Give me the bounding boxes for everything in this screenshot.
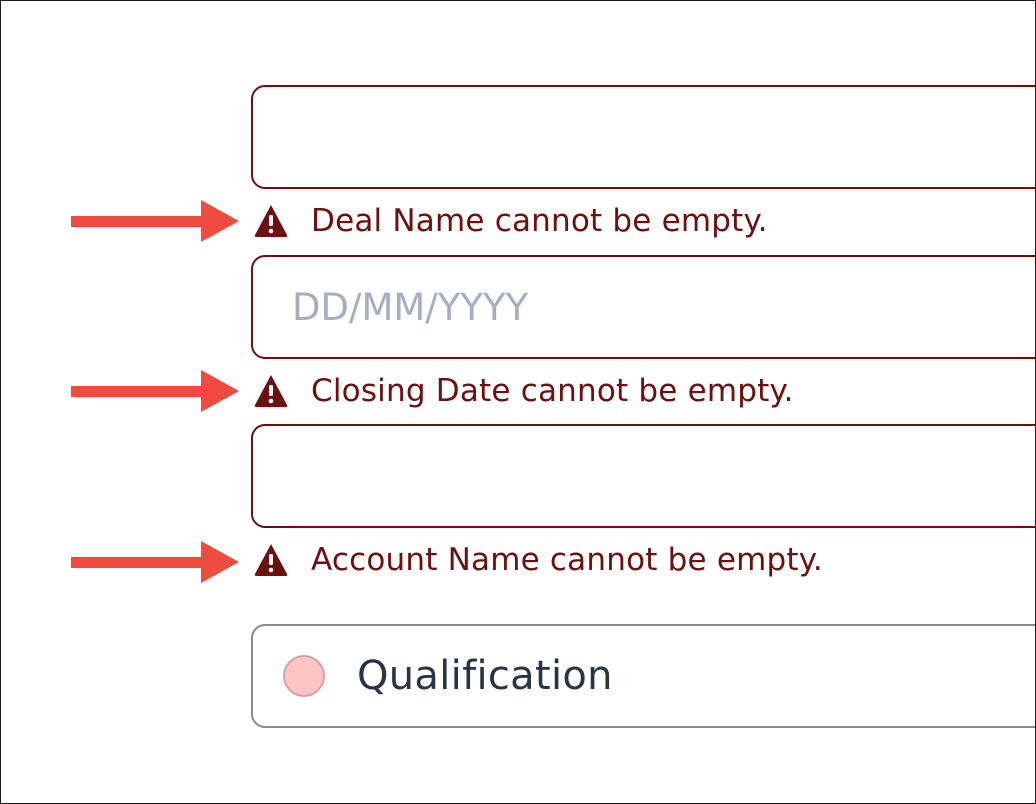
warning-triangle-icon [254,375,288,407]
warning-triangle-icon [254,205,288,237]
stage-label: Qualification [357,653,613,699]
account-name-field [251,424,1035,528]
annotation-arrow-icon [71,200,239,242]
warning-triangle-icon [254,544,288,576]
stage-color-dot [283,655,325,697]
account-name-input[interactable] [253,426,1035,526]
account-name-error: Account Name cannot be empty. [253,540,823,580]
stage-select[interactable]: Qualification [251,624,1035,728]
annotation-arrow-icon [71,541,239,583]
deal-name-error: Deal Name cannot be empty. [253,201,768,241]
closing-date-error: Closing Date cannot be empty. [253,371,794,411]
error-message: Account Name cannot be empty. [311,542,823,578]
error-message: Closing Date cannot be empty. [311,373,794,409]
closing-date-field [251,255,1035,359]
annotation-arrow-icon [71,370,239,412]
deal-name-field [251,85,1035,189]
deal-name-input[interactable] [253,87,1035,187]
error-message: Deal Name cannot be empty. [311,203,768,239]
closing-date-input[interactable] [253,257,1035,357]
